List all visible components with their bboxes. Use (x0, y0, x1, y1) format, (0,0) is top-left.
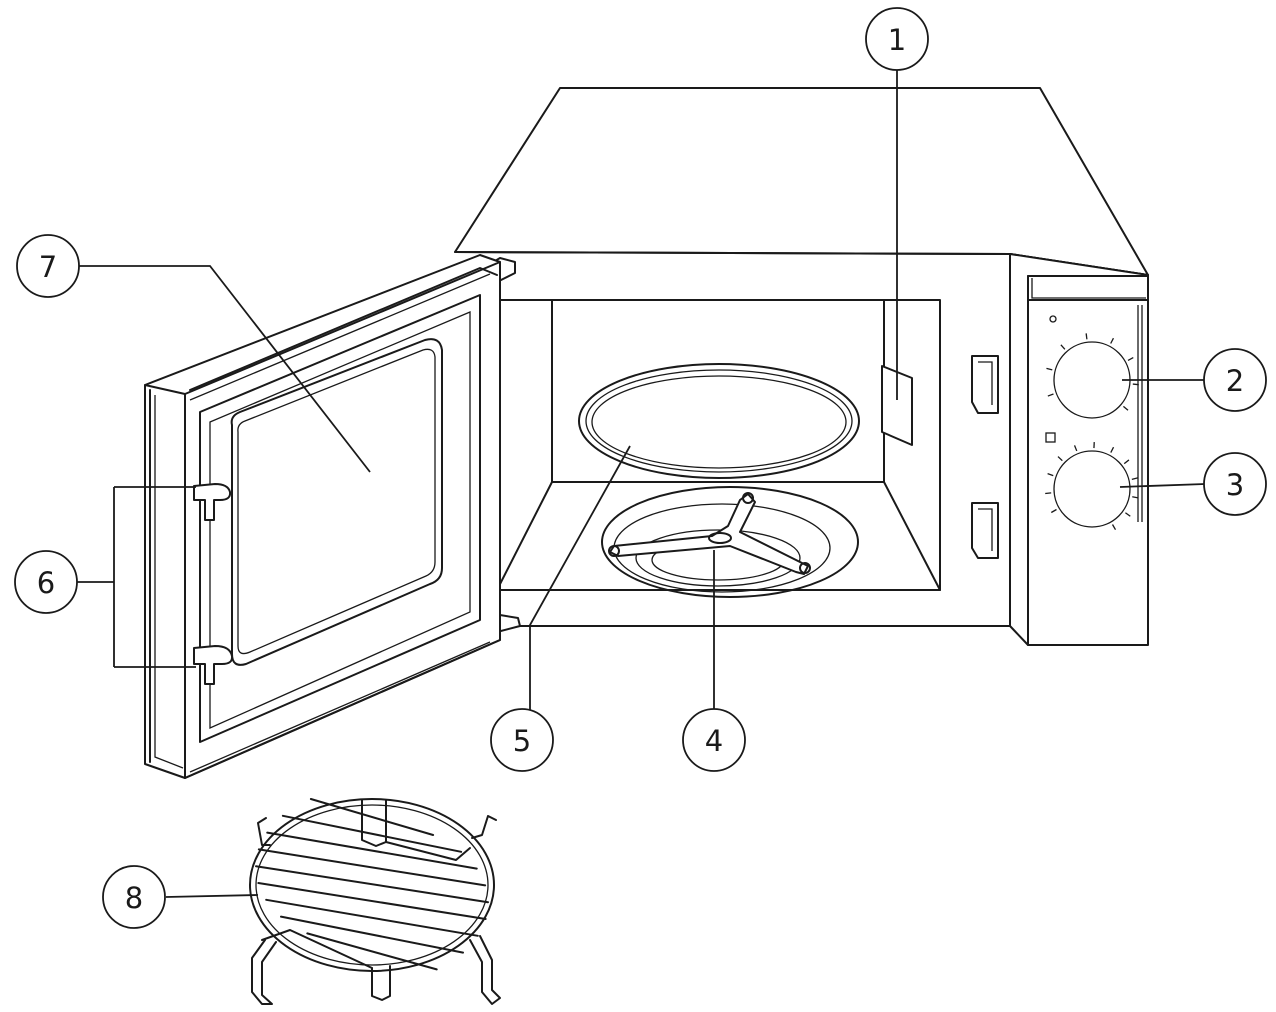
callout-label-5: 5 (513, 724, 531, 758)
dial-tick (1050, 508, 1057, 514)
waveguide-cover (881, 365, 913, 446)
dial-tick (1127, 356, 1134, 361)
grill-rack (249, 798, 501, 1005)
microwave-body (454, 87, 1149, 646)
callout-4: 4 (682, 708, 746, 772)
callout-2: 2 (1203, 348, 1267, 412)
callout-label-1: 1 (888, 23, 906, 57)
dial-tick (1111, 524, 1117, 531)
grill-bar (281, 814, 463, 853)
dial-tick (1073, 445, 1078, 452)
dial-tick (1047, 393, 1054, 397)
door-window (230, 338, 443, 666)
roller-ring (601, 486, 859, 598)
grill-bar (266, 831, 478, 870)
grill-bar (265, 898, 479, 937)
callout-label-8: 8 (125, 881, 143, 915)
dial-tick (1047, 473, 1054, 477)
callout-label-6: 6 (37, 566, 55, 600)
grill-bar (257, 882, 487, 920)
callout-label-2: 2 (1226, 364, 1244, 398)
callout-label-3: 3 (1226, 468, 1244, 502)
grill-bar (279, 915, 465, 954)
callout-6: 6 (14, 550, 78, 614)
callout-3: 3 (1203, 452, 1267, 516)
timer-dial (1053, 450, 1131, 528)
dial-tick (1132, 496, 1139, 499)
grill-bar (309, 798, 435, 836)
door-hooks (193, 483, 234, 685)
dial-tick (1132, 383, 1139, 386)
dial-tick (1110, 337, 1115, 344)
callout-7: 7 (16, 234, 80, 298)
dial-tick (1046, 367, 1053, 371)
dial-tick (1123, 459, 1130, 465)
dial-tick (1060, 344, 1066, 350)
callout-leaders (76, 68, 1206, 898)
callout-label-4: 4 (705, 724, 723, 758)
callout-8: 8 (102, 865, 166, 929)
dial-tick (1122, 405, 1129, 411)
dial-tick (1045, 492, 1052, 495)
dial-tick (1110, 446, 1115, 453)
callout-1: 1 (865, 7, 929, 71)
dial-tick (1125, 512, 1131, 517)
grill-bar (257, 848, 487, 887)
dial-tick (1057, 456, 1063, 462)
oven-door (144, 254, 501, 779)
grill-bar (255, 865, 489, 904)
grill-bar (306, 932, 438, 971)
callout-5: 5 (490, 708, 554, 772)
glass-turntable (578, 363, 860, 479)
callout-label-7: 7 (39, 250, 57, 284)
dial-tick (1085, 333, 1088, 340)
dial-tick (1131, 477, 1138, 480)
